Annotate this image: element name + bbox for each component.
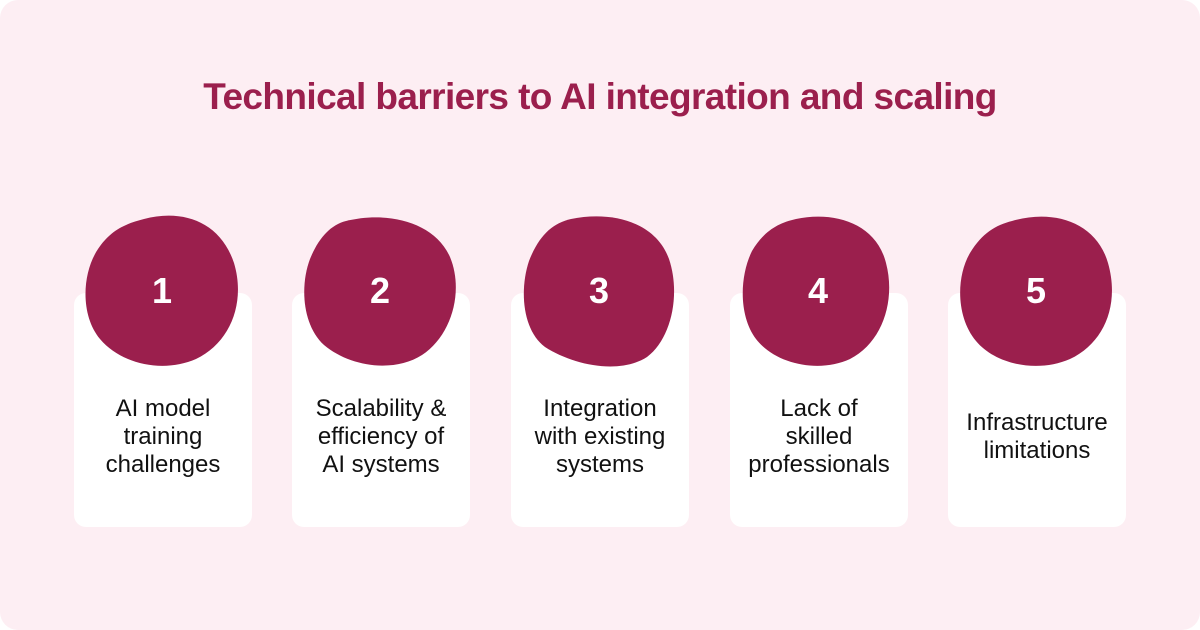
step-number: 3 xyxy=(588,270,610,311)
step-card-2: 2 Scalability & efficiency of AI systems xyxy=(292,215,470,530)
step-card-3: 3 Integration with existing systems xyxy=(511,215,689,530)
blob-shape-icon xyxy=(960,216,1112,366)
page-title: Technical barriers to AI integration and… xyxy=(203,76,997,117)
step-number: 1 xyxy=(151,270,173,311)
number-blob: 2 xyxy=(302,215,458,367)
step-label: Scalability & efficiency of AI systems xyxy=(315,395,447,478)
step-number: 5 xyxy=(1025,270,1047,311)
number-blob: 1 xyxy=(84,215,240,367)
blob-shape-icon xyxy=(742,216,890,366)
blob-shape-icon xyxy=(85,215,238,366)
step-card-1: 1 AI model training challenges xyxy=(74,215,252,530)
step-label: AI model training challenges xyxy=(105,395,221,478)
step-card-4: 4 Lack of skilled professionals xyxy=(730,215,908,530)
step-number: 2 xyxy=(369,270,391,311)
step-number: 4 xyxy=(807,270,829,311)
number-blob: 3 xyxy=(521,215,677,367)
step-label: Integration with existing systems xyxy=(534,395,666,478)
number-blob: 5 xyxy=(958,215,1114,367)
blob-shape-icon xyxy=(523,216,675,367)
number-blob: 4 xyxy=(740,215,896,367)
step-label: Lack of skilled professionals xyxy=(748,395,890,478)
step-label: Infrastructure limitations xyxy=(966,409,1108,464)
step-card-5: 5 Infrastructure limitations xyxy=(948,215,1126,530)
blob-shape-icon xyxy=(304,217,456,366)
